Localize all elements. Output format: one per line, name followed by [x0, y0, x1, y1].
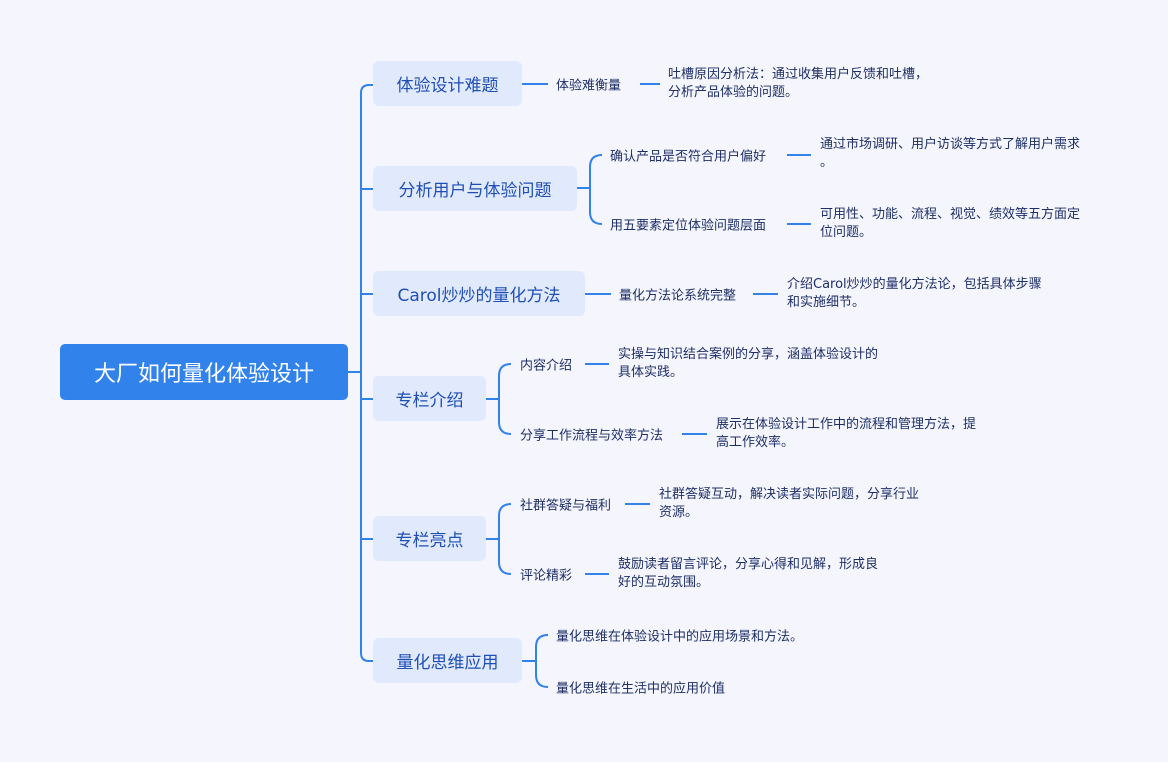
- leaf-line: 社群答疑互动，解决读者实际问题，分享行业: [659, 487, 920, 502]
- leaf-line: 实操与知识结合案例的分享，涵盖体验设计的: [618, 347, 879, 362]
- leaf-line: 位问题。: [820, 225, 873, 240]
- leaf-node[interactable]: 介绍Carol炒炒的量化方法论，包括具体步骤和实施细节。: [787, 276, 1042, 312]
- leaf-node[interactable]: 可用性、功能、流程、视觉、绩效等五方面定位问题。: [820, 206, 1080, 242]
- sub-node[interactable]: 量化方法论系统完整: [619, 288, 737, 304]
- branch-node[interactable]: 体验设计难题: [373, 61, 522, 106]
- sub-node[interactable]: 量化思维在生活中的应用价值: [556, 681, 726, 697]
- leaf-line: 可用性、功能、流程、视觉、绩效等五方面定: [820, 207, 1081, 222]
- sub-node[interactable]: 内容介绍: [520, 358, 573, 374]
- leaf-line: 好的互动氛围。: [618, 575, 710, 590]
- sub-node[interactable]: 确认产品是否符合用户偏好: [610, 149, 767, 165]
- branch-node[interactable]: 专栏介绍: [373, 376, 486, 421]
- leaf-node[interactable]: 鼓励读者留言评论，分享心得和见解，形成良好的互动氛围。: [618, 556, 878, 592]
- leaf-line: 吐槽原因分析法：通过收集用户反馈和吐槽，: [668, 67, 929, 82]
- leaf-line: 高工作效率。: [716, 435, 795, 450]
- branch-node[interactable]: 专栏亮点: [373, 516, 486, 561]
- branch-node[interactable]: 分析用户与体验问题: [373, 166, 577, 211]
- branch-node[interactable]: Carol炒炒的量化方法: [373, 271, 585, 316]
- leaf-line: 分析产品体验的问题。: [668, 85, 799, 100]
- sub-node[interactable]: 分享工作流程与效率方法: [520, 428, 664, 444]
- root-node[interactable]: 大厂如何量化体验设计: [60, 344, 348, 400]
- leaf-node[interactable]: 实操与知识结合案例的分享，涵盖体验设计的具体实践。: [618, 346, 878, 382]
- leaf-line: 。: [820, 155, 834, 170]
- leaf-node[interactable]: 展示在体验设计工作中的流程和管理方法，提高工作效率。: [716, 416, 976, 452]
- branch-node[interactable]: 量化思维应用: [373, 638, 522, 683]
- sub-node[interactable]: 量化思维在体验设计中的应用场景和方法。: [556, 629, 804, 645]
- sub-node[interactable]: 体验难衡量: [556, 78, 622, 94]
- leaf-node[interactable]: 吐槽原因分析法：通过收集用户反馈和吐槽， 分析产品体验的问题。: [668, 66, 928, 102]
- leaf-line: 展示在体验设计工作中的流程和管理方法，提: [716, 417, 977, 432]
- sub-node[interactable]: 评论精彩: [520, 568, 573, 584]
- leaf-line: 资源。: [659, 505, 699, 520]
- sub-node[interactable]: 用五要素定位体验问题层面: [610, 218, 767, 234]
- leaf-line: 和实施细节。: [787, 295, 866, 310]
- sub-node[interactable]: 社群答疑与福利: [520, 498, 612, 514]
- leaf-line: 通过市场调研、用户访谈等方式了解用户需求: [820, 137, 1081, 152]
- leaf-line: 介绍Carol炒炒的量化方法论，包括具体步骤: [787, 277, 1042, 292]
- leaf-node[interactable]: 社群答疑互动，解决读者实际问题，分享行业资源。: [659, 486, 919, 522]
- leaf-node[interactable]: 通过市场调研、用户访谈等方式了解用户需求。: [820, 136, 1080, 172]
- leaf-line: 具体实践。: [618, 365, 684, 380]
- leaf-line: 鼓励读者留言评论，分享心得和见解，形成良: [618, 557, 879, 572]
